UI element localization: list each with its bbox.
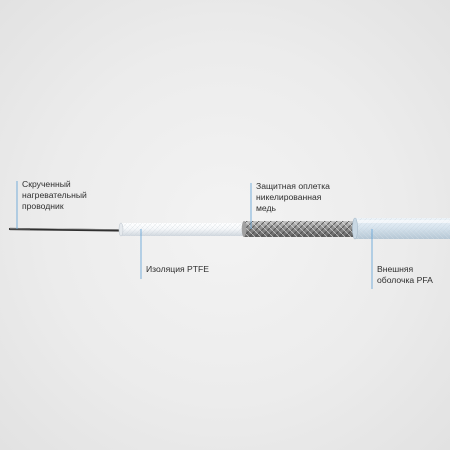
label-ptfe-line-1: Изоляция PTFE xyxy=(146,264,210,274)
shield-braid xyxy=(241,221,357,237)
label-shield-braid-line-1: Защитная оплетка xyxy=(256,181,330,191)
label-heating-wire: Скрученный нагревательный проводник xyxy=(22,179,87,212)
label-shield-braid-line-3: медь xyxy=(256,203,276,213)
label-heating-wire-line-3: проводник xyxy=(22,201,64,211)
label-heating-wire-line-1: Скрученный xyxy=(22,179,71,189)
label-shield-braid-line-2: никелированная xyxy=(256,192,322,202)
label-pfa-jacket: Внешняя оболочка PFA xyxy=(377,264,433,286)
pfa-jacket xyxy=(352,217,450,240)
ptfe-insulation xyxy=(118,222,245,237)
label-pfa-line-2: оболочка PFA xyxy=(377,275,433,285)
label-shield-braid: Защитная оплетка никелированная медь xyxy=(256,181,330,214)
label-ptfe-insulation: Изоляция PTFE xyxy=(146,264,209,275)
heating-wire xyxy=(8,227,127,232)
leader-lines xyxy=(16,181,373,289)
label-heating-wire-line-2: нагревательный xyxy=(22,190,87,200)
label-pfa-line-1: Внешняя xyxy=(377,264,414,274)
